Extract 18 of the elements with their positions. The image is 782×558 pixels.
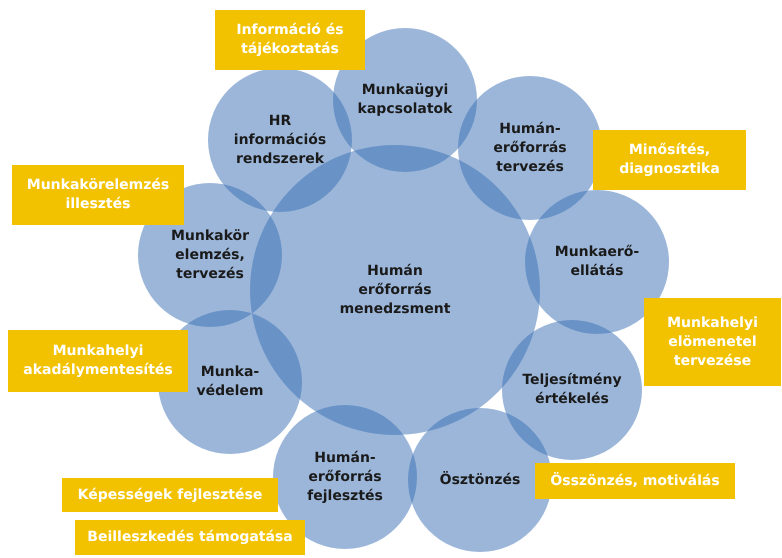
circle-label: Ösztönzés [440, 470, 520, 490]
highlight-tag: Minősítés, diagnosztika [593, 130, 746, 190]
circle-label: Munkaerő-ellátás [554, 243, 640, 281]
circle-label: Humán-erőforrás fejlesztés [306, 448, 384, 506]
circle-label: Munkaügyi kapcsolatok [356, 81, 454, 119]
circle-label: Humán erőforrás menedzsment [338, 262, 452, 318]
circle-label: HR információs rendszerek [232, 112, 328, 168]
highlight-tag: Képességek fejlesztése [62, 478, 278, 512]
highlight-tag: Munkahelyi akadálymentesítés [8, 330, 188, 392]
circle-label: Teljesítmény értékelés [521, 371, 623, 409]
circle-label: Humán-erőforrás tervezés [492, 120, 568, 176]
highlight-tag: Munkakörelemzés illesztés [12, 165, 184, 225]
circle-label: Munkakör elemzés, tervezés [170, 226, 250, 284]
highlight-tag: Összönzés, motiválás [535, 463, 735, 499]
circle-label: Munka-védelem [195, 363, 265, 401]
highlight-tag: Beilleszkedés támogatása [75, 520, 305, 555]
highlight-tag: Információ és tájékoztatás [215, 10, 365, 70]
highlight-tag: Munkahelyi elömenetel tervezése [644, 298, 781, 386]
